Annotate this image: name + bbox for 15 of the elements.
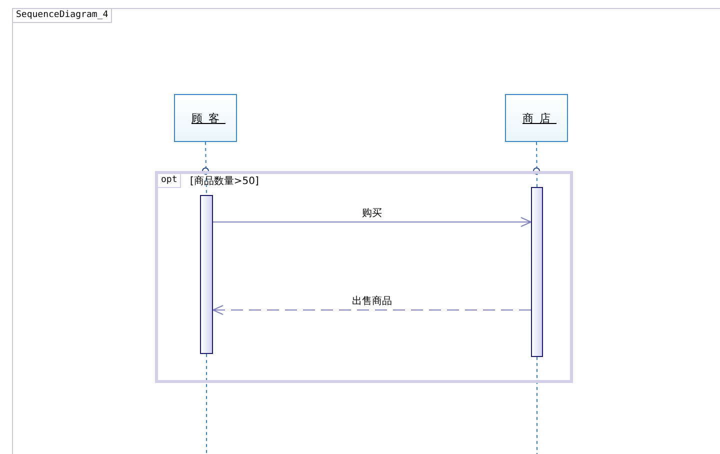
guard-condition: [商品数量>50] — [190, 176, 259, 188]
activation-bar — [531, 187, 543, 357]
edge-label: 出售商品 — [351, 296, 393, 308]
lifeline — [205, 142, 207, 196]
fragment-tab: opt — [158, 174, 182, 188]
edge-label: 购买 — [361, 208, 383, 220]
lifeline-head: 顾客 — [174, 94, 237, 142]
lifeline-head: 商店 — [505, 94, 568, 142]
activation-bar — [200, 195, 213, 354]
frame-title: SequenceDiagram_4 — [13, 9, 112, 23]
message-arrow — [212, 217, 532, 227]
message-arrow — [212, 305, 532, 315]
lifeline — [536, 142, 538, 188]
diagram-frame — [12, 8, 720, 454]
fragment-frame — [155, 171, 573, 383]
